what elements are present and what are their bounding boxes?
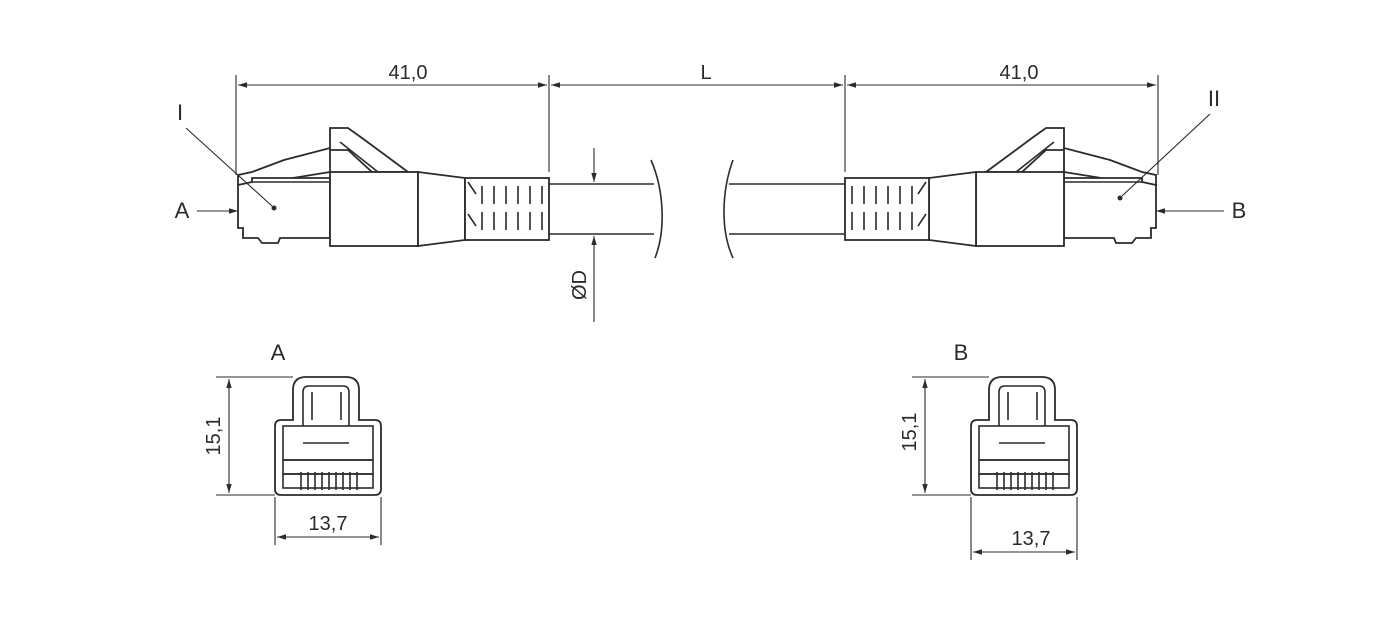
view-b-label: B xyxy=(954,340,969,365)
diameter-dimension: ØD xyxy=(569,270,591,300)
right-connector xyxy=(844,127,1157,248)
view-a-width-dimension: 13,7 xyxy=(309,513,348,535)
arrow-a-label: A xyxy=(175,198,190,223)
connector-2-label: II xyxy=(1208,86,1220,111)
connector-1-label: I xyxy=(177,100,183,125)
top-dimension-lines xyxy=(235,75,1159,175)
view-b-height-dimension: 15,1 xyxy=(899,413,921,452)
view-a-dimension-lines xyxy=(216,376,382,545)
right-length-dimension: 41,0 xyxy=(1000,62,1039,84)
leader-line-connector-2 xyxy=(1121,113,1211,197)
left-length-dimension: 41,0 xyxy=(389,62,428,84)
cable xyxy=(549,159,845,259)
cable-length-dimension: L xyxy=(700,62,711,84)
view-b-dimension-lines xyxy=(912,376,1078,560)
arrow-b-label: B xyxy=(1232,198,1247,223)
leader-line-connector-1 xyxy=(185,127,273,207)
view-b-width-dimension: 13,7 xyxy=(1012,528,1051,550)
end-view-a xyxy=(274,376,382,496)
end-view-b xyxy=(970,376,1078,496)
view-a-label: A xyxy=(271,340,286,365)
left-connector xyxy=(237,127,550,248)
view-a-height-dimension: 15,1 xyxy=(203,417,225,456)
